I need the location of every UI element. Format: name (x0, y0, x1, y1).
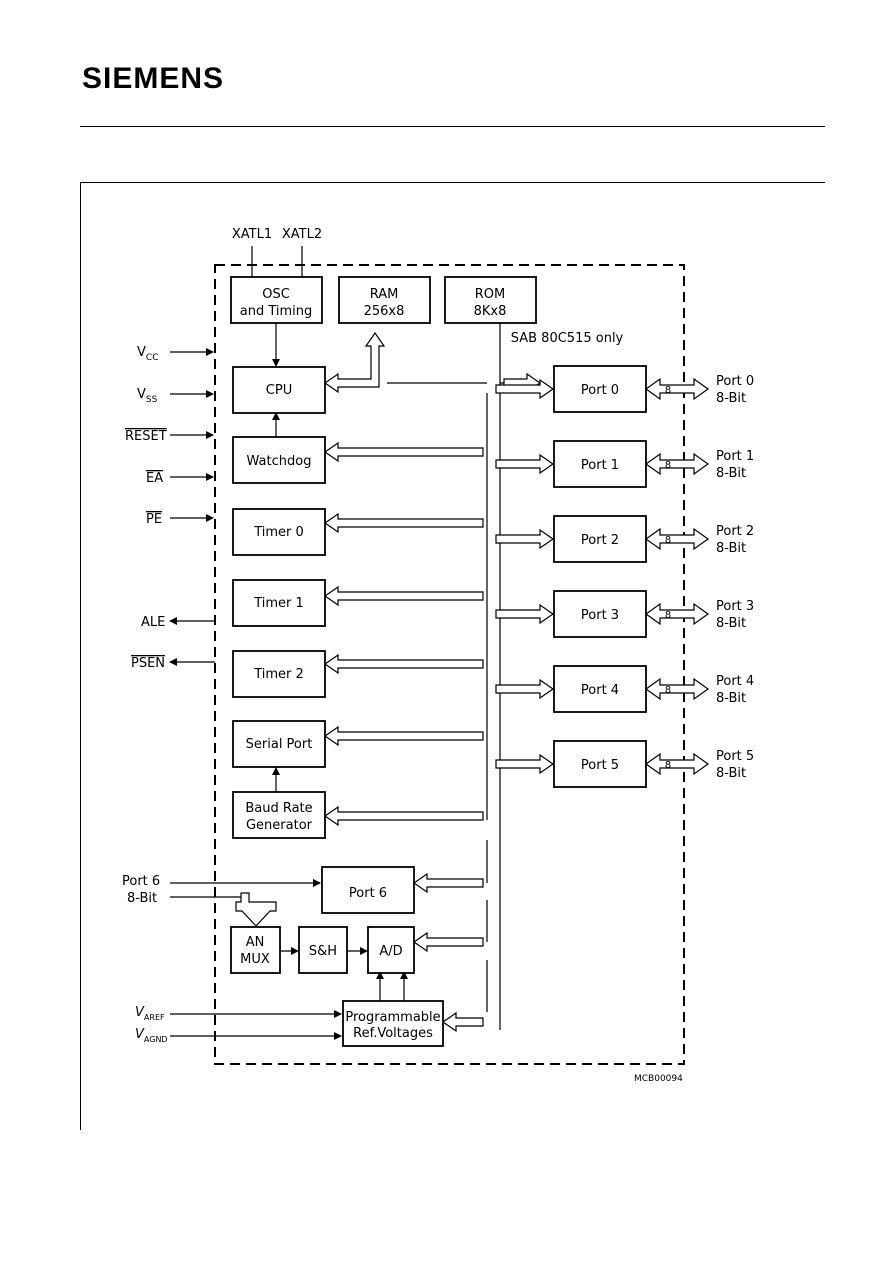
port-bus-arrows (495, 378, 555, 775)
port2-label: Port 2 (581, 533, 619, 548)
port3-label: Port 3 (581, 608, 619, 623)
vss-label: VSS (137, 387, 158, 405)
osc-timing-block (230, 276, 323, 324)
serial-port-label: Serial Port (246, 737, 313, 752)
anmux-block (230, 926, 281, 974)
port6-to-anmux-arrow (235, 892, 277, 927)
port6-block-label: Port 6 (349, 886, 387, 901)
hollow-bus-arrows (323, 331, 542, 1033)
siemens-logo: SIEMENS (82, 62, 225, 95)
port3-block (553, 590, 647, 638)
port1-label: Port 1 (581, 458, 619, 473)
prog-label-2: Ref.Voltages (353, 1026, 433, 1041)
pe-label: PE (146, 512, 162, 527)
osc-label-2: and Timing (240, 304, 313, 319)
port0-label: Port 0 (581, 383, 619, 398)
port2-ext-name: Port 2 (716, 524, 754, 539)
watchdog-label: Watchdog (247, 454, 312, 469)
port1-bus-width: 8 (665, 460, 671, 471)
port5-label: Port 5 (581, 758, 619, 773)
baud-label-1: Baud Rate (245, 801, 312, 816)
ad-label: A/D (379, 944, 402, 959)
vcc-label: VCC (137, 345, 158, 363)
reset-label: RESET (125, 429, 167, 444)
cpu-label: CPU (266, 383, 292, 398)
port3-bus-width: 8 (665, 610, 671, 621)
timer0-block (232, 508, 326, 556)
internal-buses (387, 322, 540, 1030)
ad-block (367, 926, 415, 974)
port0-bus-width: 8 (665, 385, 671, 396)
header-rule (80, 126, 825, 127)
port6-ext-width: 8-Bit (127, 891, 157, 906)
port4-block (553, 665, 647, 713)
port5-block (553, 740, 647, 788)
port4-ext-name: Port 4 (716, 674, 754, 689)
baud-label-2: Generator (246, 818, 313, 833)
port6-ext-name: Port 6 (122, 874, 160, 889)
baud-rate-block (232, 791, 326, 839)
port3-ext-width: 8-Bit (716, 616, 746, 631)
figure-frame-left (80, 182, 81, 1130)
port1-ext-width: 8-Bit (716, 466, 746, 481)
port4-ext-width: 8-Bit (716, 691, 746, 706)
port4-bus-width: 8 (665, 685, 671, 696)
port6-block (321, 866, 415, 914)
vagnd-label: VAGND (135, 1027, 168, 1044)
anmux-label-2: MUX (240, 952, 270, 967)
port1-block (553, 440, 647, 488)
port1-ext-name: Port 1 (716, 449, 754, 464)
port0-ext-width: 8-Bit (716, 391, 746, 406)
external-port-arrows (644, 377, 710, 776)
ram-label-2: 256x8 (364, 304, 405, 319)
serial-port-block (232, 720, 326, 768)
port2-bus-width: 8 (665, 535, 671, 546)
ea-label: EA (146, 471, 163, 486)
timer1-label: Timer 1 (253, 596, 304, 611)
sh-label: S&H (309, 944, 337, 959)
chip-boundary (214, 264, 685, 1065)
watchdog-block (232, 436, 326, 484)
ram-label-1: RAM (370, 287, 399, 302)
rom-note: SAB 80C515 only (511, 331, 624, 346)
port5-bus-width: 8 (665, 760, 671, 771)
timer2-label: Timer 2 (253, 667, 304, 682)
ale-label: ALE (141, 615, 165, 630)
rom-label-2: 8Kx8 (474, 304, 507, 319)
osc-label-1: OSC (262, 287, 290, 302)
port0-block (553, 365, 647, 413)
port0-ext-name: Port 0 (716, 374, 754, 389)
port2-ext-width: 8-Bit (716, 541, 746, 556)
rom-block (444, 276, 537, 324)
timer0-label: Timer 0 (253, 525, 304, 540)
cpu-block (232, 366, 326, 414)
anmux-label-1: AN (246, 935, 265, 950)
timer2-block (232, 650, 326, 698)
ram-block (338, 276, 431, 324)
figure-frame-top (80, 182, 825, 183)
port4-label: Port 4 (581, 683, 619, 698)
rom-label-1: ROM (475, 287, 505, 302)
varef-label: VAREF (135, 1005, 165, 1022)
timer1-block (232, 579, 326, 627)
prog-ref-block (342, 1000, 444, 1047)
sh-block (298, 926, 348, 974)
port5-ext-width: 8-Bit (716, 766, 746, 781)
prog-label-1: Programmable (345, 1010, 440, 1025)
port5-ext-name: Port 5 (716, 749, 754, 764)
diagram-id: MCB00094 (634, 1074, 683, 1084)
psen-label: PSEN (131, 656, 165, 671)
port3-ext-name: Port 3 (716, 599, 754, 614)
port2-block (553, 515, 647, 563)
xtal2-label: XATL2 (282, 227, 322, 242)
xtal1-label: XATL1 (232, 227, 272, 242)
